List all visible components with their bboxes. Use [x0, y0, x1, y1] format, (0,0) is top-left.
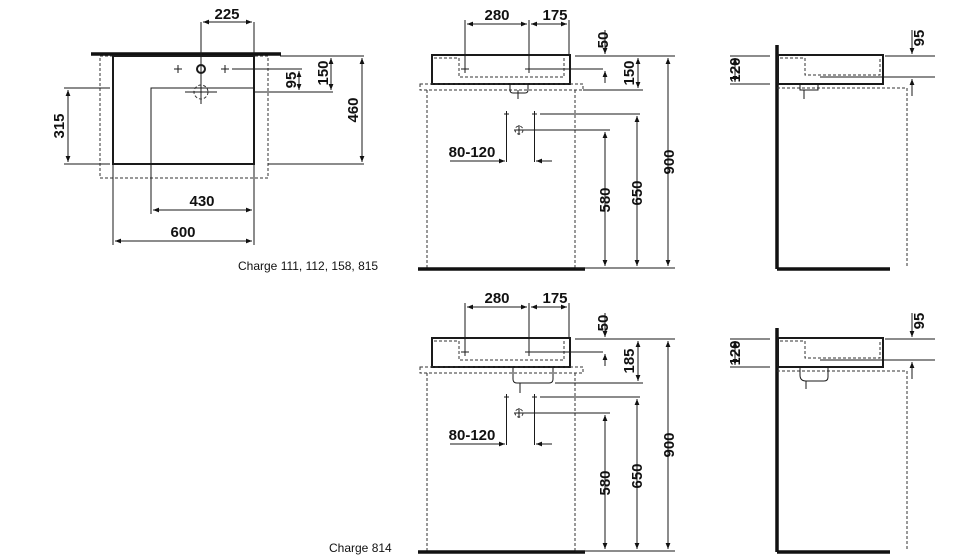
- dim-225: 225: [214, 6, 239, 23]
- dim-430: 430: [189, 193, 214, 210]
- front-view-top: 280 175 50 150 900 650 580 80-120: [418, 7, 678, 271]
- dim-580: 580: [597, 470, 614, 495]
- countertop: [419, 366, 584, 374]
- caption-top: Charge 111, 112, 158, 815: [238, 259, 378, 273]
- dim-50: 50: [595, 32, 612, 49]
- dim-900: 900: [661, 149, 678, 174]
- dim-95: 95: [911, 313, 928, 330]
- cabinet-outline: [426, 90, 576, 268]
- dim-650: 650: [629, 463, 646, 488]
- supply-connection-icons: [504, 111, 537, 162]
- caption-bottom: Charge 814: [329, 541, 392, 555]
- dim-900: 900: [661, 432, 678, 457]
- dim-120: 120: [727, 57, 744, 82]
- dim-95: 95: [911, 30, 928, 47]
- plan-view: 225 95 150 460 315 430 600 Charge 111, 1…: [51, 6, 378, 273]
- dim-120: 120: [727, 340, 744, 365]
- side-view-bottom: 120 95: [727, 313, 935, 554]
- dim-315: 315: [51, 113, 68, 138]
- dim-650: 650: [629, 180, 646, 205]
- dim-80-120: 80-120: [449, 427, 496, 444]
- basin-outline: [112, 55, 255, 165]
- tap-holes: [174, 22, 229, 104]
- cabinet-outline: [99, 55, 269, 179]
- bowl-recess: [150, 87, 253, 164]
- countertop: [419, 83, 584, 91]
- side-view-top: 120 95: [727, 30, 935, 271]
- dim-185: 185: [621, 348, 638, 373]
- dim-175: 175: [542, 7, 567, 24]
- dim-580: 580: [597, 187, 614, 212]
- dim-175: 175: [542, 290, 567, 307]
- dim-280: 280: [484, 290, 509, 307]
- dim-460: 460: [345, 97, 362, 122]
- dim-50: 50: [595, 315, 612, 332]
- basin-side: [777, 337, 884, 368]
- dim-280: 280: [484, 7, 509, 24]
- dim-95: 95: [283, 72, 300, 89]
- dim-150: 150: [315, 60, 332, 85]
- basin-side: [777, 54, 884, 85]
- dim-80-120: 80-120: [449, 144, 496, 161]
- dim-600: 600: [170, 224, 195, 241]
- front-view-bottom: 280 175 50 185 900 650 580 80-120 Charge…: [329, 290, 678, 555]
- dim-150: 150: [621, 60, 638, 85]
